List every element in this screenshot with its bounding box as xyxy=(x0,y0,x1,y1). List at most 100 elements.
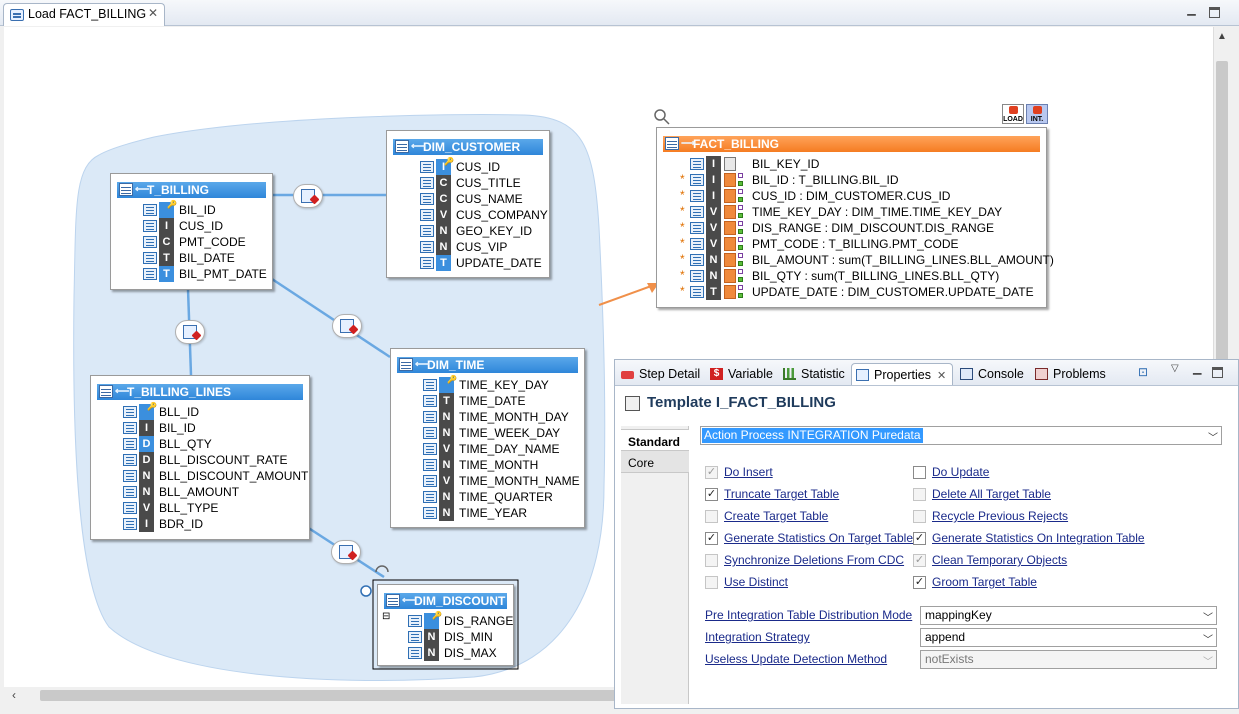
pin-icon[interactable]: ⊡ xyxy=(1138,365,1149,379)
param-label-integration-strategy[interactable]: Integration Strategy xyxy=(705,630,810,644)
column-type-badge: N xyxy=(439,505,454,521)
checkbox[interactable] xyxy=(705,554,718,567)
option-label[interactable]: Delete All Target Table xyxy=(932,487,1051,501)
side-tab-core[interactable]: Core xyxy=(621,451,689,473)
option-label[interactable]: Do Update xyxy=(932,465,990,479)
column-name: UPDATE_DATE xyxy=(456,256,542,270)
close-icon[interactable]: ✕ xyxy=(147,6,158,20)
table-header[interactable]: ⟵DIM_DISCOUNT xyxy=(384,593,507,609)
option-label[interactable]: Clean Temporary Objects xyxy=(932,553,1068,567)
table-title: T_BILLING xyxy=(147,183,209,197)
column-name: BIL_PMT_DATE xyxy=(179,267,267,281)
horizontal-scrollbar[interactable]: ‹ xyxy=(4,687,616,704)
chevron-down-icon[interactable]: ﹀ xyxy=(1203,613,1213,624)
column-icon xyxy=(690,174,704,186)
mapping-expression-icon xyxy=(724,157,736,171)
checkbox[interactable]: ✓ xyxy=(705,532,718,545)
table-header[interactable]: ⟵T_BILLING xyxy=(117,182,266,198)
target-column-mapping: DIS_RANGE : DIM_DISCOUNT.DIS_RANGE xyxy=(752,221,995,235)
mapping-expression-icon xyxy=(724,237,736,251)
collapse-icon[interactable]: ⊟ xyxy=(382,611,391,622)
checkbox[interactable]: ✓ xyxy=(913,554,926,567)
tab-variable[interactable]: $ Variable xyxy=(706,363,776,385)
checkbox[interactable] xyxy=(913,510,926,523)
option-label[interactable]: Groom Target Table xyxy=(932,575,1037,589)
scroll-thumb[interactable] xyxy=(40,690,616,701)
column-type-badge: N xyxy=(706,268,721,284)
scroll-thumb[interactable] xyxy=(1216,61,1228,367)
tab-problems[interactable]: Problems xyxy=(1031,363,1113,385)
column-icon xyxy=(143,236,157,248)
tab-statistic[interactable]: Statistic xyxy=(779,363,849,385)
option-label[interactable]: Recycle Previous Rejects xyxy=(932,509,1069,523)
panel-minimize-button[interactable]: ▁ xyxy=(1193,363,1202,375)
column-type-badge: N xyxy=(439,425,454,441)
column-icon xyxy=(420,241,434,253)
param-label-pre-integration-table-distribution-mode[interactable]: Pre Integration Table Distribution Mode xyxy=(705,608,913,622)
column-icon xyxy=(690,286,704,298)
option-label[interactable]: Create Target Table xyxy=(724,509,829,523)
param-label-useless-update-detection-method[interactable]: Useless Update Detection Method xyxy=(705,652,888,666)
insert-flag-icon xyxy=(738,293,743,298)
column-icon xyxy=(423,395,437,407)
view-menu-icon[interactable]: ▽ xyxy=(1171,363,1179,374)
scroll-up-icon[interactable]: ▲ xyxy=(1217,31,1227,42)
int-badge-icon[interactable]: INT. xyxy=(1026,104,1048,124)
checkbox[interactable] xyxy=(913,466,926,479)
target-table-header[interactable]: ⟶FACT_BILLING xyxy=(663,136,1040,152)
template-side-tabs: Standard Core xyxy=(621,426,689,704)
checkbox[interactable] xyxy=(705,576,718,589)
column-name: TIME_WEEK_DAY xyxy=(459,426,561,440)
column-icon xyxy=(123,470,137,482)
chevron-down-icon[interactable]: ﹀ xyxy=(1208,433,1218,444)
option-label[interactable]: Truncate Target Table xyxy=(724,487,840,501)
join-icon-billing-time[interactable] xyxy=(332,314,362,338)
option-label[interactable]: Do Insert xyxy=(724,465,773,479)
panel-maximize-button[interactable] xyxy=(1212,367,1223,378)
checkbox[interactable]: ✓ xyxy=(913,576,926,589)
maximize-button[interactable] xyxy=(1209,7,1220,18)
param-select-integration-strategy[interactable]: append﹀ xyxy=(920,628,1217,647)
option-label[interactable]: Synchronize Deletions From CDC xyxy=(724,553,905,567)
column-name: BIL_DATE xyxy=(179,251,235,265)
process-select[interactable]: Action Process INTEGRATION Puredata ﹀ xyxy=(700,426,1222,445)
scroll-left-icon[interactable]: ‹ xyxy=(12,688,16,702)
tab-properties[interactable]: Properties✕ xyxy=(851,363,953,385)
key-icon: 🔑 xyxy=(147,402,157,411)
chevron-down-icon[interactable]: ﹀ xyxy=(1203,635,1213,646)
param-select-pre-integration-table-distribution-mode[interactable]: mappingKey﹀ xyxy=(920,606,1217,625)
minimize-button[interactable]: ▁ xyxy=(1187,4,1196,16)
join-icon-billing-lines[interactable] xyxy=(175,320,205,344)
close-icon[interactable]: ✕ xyxy=(936,370,947,382)
table-header[interactable]: ⟵DIM_TIME xyxy=(397,357,578,373)
tab-label: Console xyxy=(978,367,1024,381)
column-name: TIME_MONTH_NAME xyxy=(459,474,580,488)
checkbox[interactable]: ✓ xyxy=(913,532,926,545)
checkbox[interactable]: ✓ xyxy=(705,488,718,501)
checkbox[interactable]: ✓ xyxy=(705,466,718,479)
tab-step-detail[interactable]: Step Detail xyxy=(617,363,703,385)
option-label[interactable]: Generate Statistics On Target Table xyxy=(724,531,913,545)
table-header[interactable]: ⟵DIM_CUSTOMER xyxy=(393,139,543,155)
tab-console[interactable]: Console xyxy=(956,363,1028,385)
column-type-badge: C xyxy=(436,175,451,191)
editor-tab-load-fact-billing[interactable]: Load FACT_BILLING ✕ xyxy=(3,3,165,26)
checkbox[interactable] xyxy=(705,510,718,523)
checkbox[interactable] xyxy=(913,488,926,501)
column-type-badge: C xyxy=(159,234,174,250)
table-header[interactable]: ⟵T_BILLING_LINES xyxy=(97,384,303,400)
option-label[interactable]: Generate Statistics On Integration Table xyxy=(932,531,1145,545)
load-badge-icon[interactable]: LOAD xyxy=(1002,104,1024,124)
column-name: TIME_MONTH_DAY xyxy=(459,410,569,424)
side-tab-standard[interactable]: Standard xyxy=(621,429,689,451)
join-icon-lines-discount[interactable] xyxy=(331,540,361,564)
join-icon-billing-customer[interactable] xyxy=(293,184,323,208)
option-label[interactable]: Use Distinct xyxy=(724,575,789,589)
